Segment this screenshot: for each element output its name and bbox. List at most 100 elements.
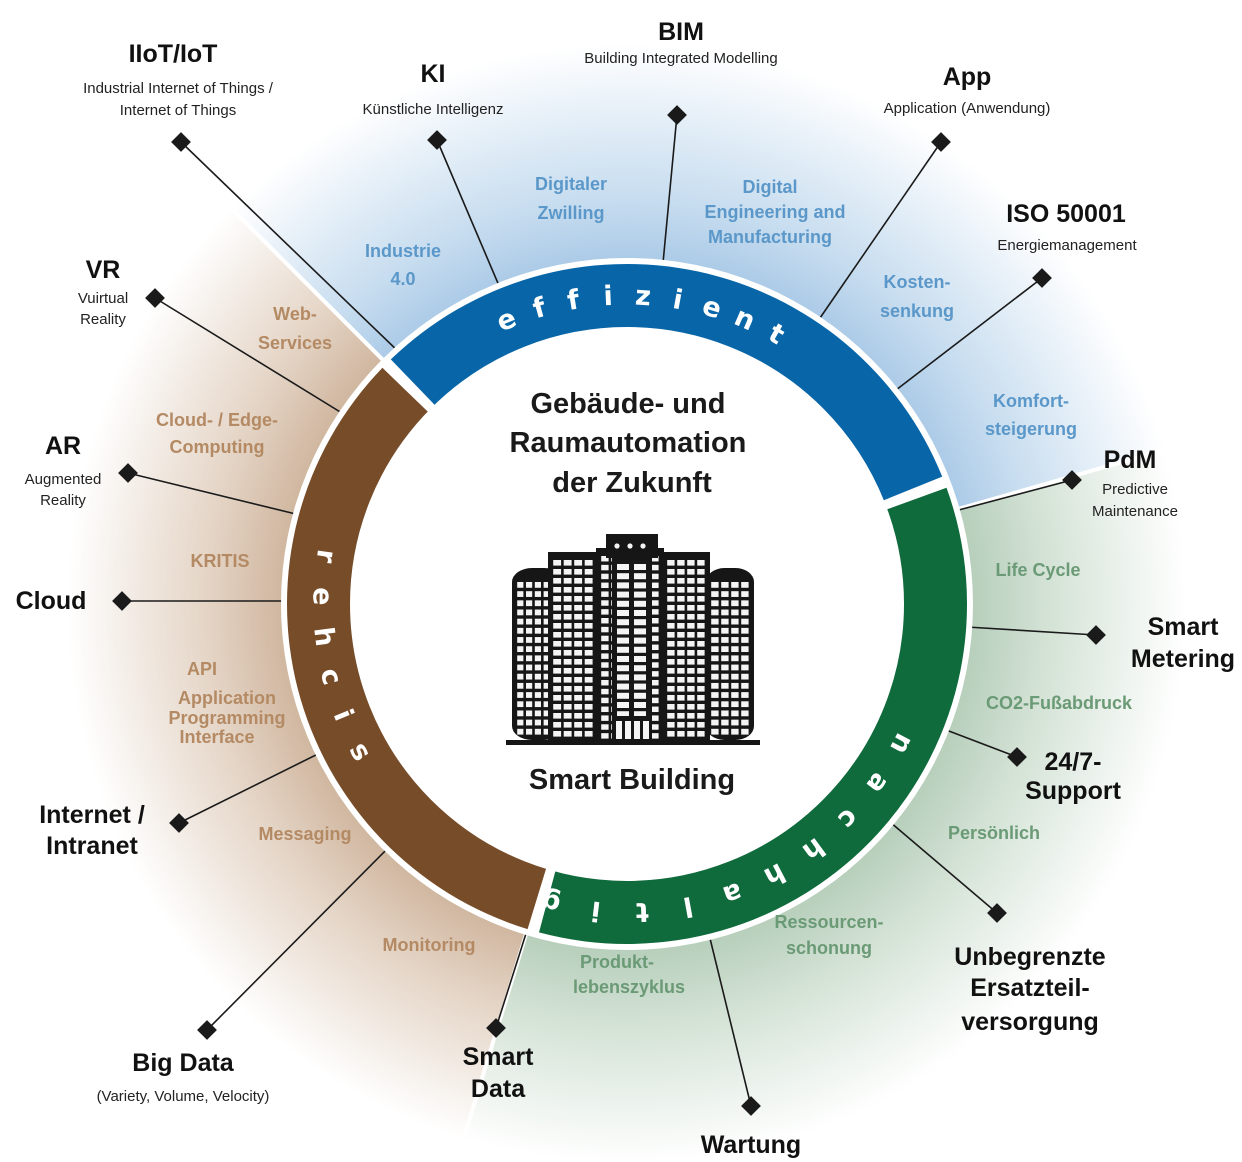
skyscraper-icon <box>506 534 760 745</box>
label-app-title: App <box>943 63 992 91</box>
ring-label-sicher-letter: e <box>306 587 337 617</box>
term-lifecycle: Life Cycle <box>995 560 1080 580</box>
label-iiot-title: IIoT/IoT <box>129 40 218 68</box>
marker-big-data <box>197 1020 217 1040</box>
spoke-line-iiot <box>180 141 404 357</box>
term-engineering: Engineering and <box>704 202 845 222</box>
spoke-line-wartung <box>705 921 752 1107</box>
ring-label-effizient-letter: f <box>565 283 592 317</box>
building-left-mid-tower <box>548 552 598 742</box>
ring-label-effizient-letter: z <box>634 280 663 313</box>
marker-pdm <box>1062 470 1082 490</box>
term-kosten: senkung <box>880 301 954 321</box>
term-zwilling: Zwilling <box>538 203 605 223</box>
term-ressourcen: Ressourcen- <box>774 912 883 932</box>
label-wartung-title: Wartung <box>701 1131 801 1159</box>
spoke-line-ki <box>436 139 501 289</box>
building-right-mid-tower <box>662 552 710 742</box>
term-engineering: Digital <box>742 177 797 197</box>
label-internet-title: Internet / <box>39 801 145 829</box>
term-engineering: Manufacturing <box>708 227 832 247</box>
label-ar-subtitle: Augmented <box>25 471 102 488</box>
term-webservices: Services <box>258 333 332 353</box>
label-ersatzteil-title: Unbegrenzte <box>954 943 1106 971</box>
ring-label-nachhaltig-letter: i <box>579 893 603 926</box>
label-smart-data-title: Smart <box>463 1043 535 1071</box>
marker-iso <box>1032 268 1052 288</box>
center-title: Gebäude- und Raumautomation der Zukunft <box>510 388 755 499</box>
term-api: Application <box>178 688 276 708</box>
ring-segment-effizient <box>390 263 943 501</box>
spoke-line-vr <box>154 297 351 419</box>
marker-vr <box>145 288 165 308</box>
label-pdm-title: PdM <box>1104 446 1157 474</box>
label-support-title: Support <box>1025 777 1121 805</box>
term-co2: CO2-Fußabdruck <box>986 693 1133 713</box>
label-ar-subtitle: Reality <box>40 492 86 509</box>
term-webservices: Web- <box>273 304 317 324</box>
spoke-line-smart-data <box>495 920 531 1029</box>
spoke-line-bim <box>662 114 678 264</box>
label-bim-title: BIM <box>658 18 704 46</box>
spoke-line-smart-metering <box>966 626 1097 636</box>
term-kosten: Kosten- <box>884 272 951 292</box>
term-api: Programming <box>168 708 285 728</box>
label-smart-metering-title: Smart <box>1148 613 1220 641</box>
term-industrie: 4.0 <box>390 269 415 289</box>
spoke-line-internet <box>178 743 339 824</box>
label-iiot-subtitle: Industrial Internet of Things / <box>83 80 274 97</box>
spoke-lines <box>112 105 1106 1116</box>
label-smart-metering-title: Metering <box>1131 645 1235 673</box>
building-right-tower <box>706 568 754 740</box>
ring-segment-sicher <box>287 367 547 930</box>
term-api: Interface <box>179 727 254 747</box>
spoke-line-app <box>819 141 942 319</box>
label-ki-subtitle: Künstliche Intelligenz <box>363 101 504 118</box>
outer-labels: IIoT/IoT Industrial Internet of Things / I… <box>16 18 1236 1159</box>
spoke-line-iso <box>895 277 1043 391</box>
inner-terms: Industrie4.0DigitalerZwillingDigitalEngi… <box>156 174 1133 997</box>
marker-smart-metering <box>1086 625 1106 645</box>
label-big-data-subtitle: (Variety, Volume, Velocity) <box>97 1088 270 1105</box>
term-zwilling: Digitaler <box>535 174 607 194</box>
label-smart-data-title: Data <box>471 1075 526 1103</box>
term-messaging: Messaging <box>258 824 351 844</box>
spoke-line-ersatzteil <box>889 821 998 914</box>
center-title-line-2: Raumautomation <box>510 427 747 459</box>
label-ar-title: AR <box>45 432 81 460</box>
label-vr-title: VR <box>86 256 121 284</box>
label-iiot-subtitle: Internet of Things <box>120 102 236 119</box>
building-ground <box>506 740 760 745</box>
term-api: API <box>187 659 217 679</box>
label-big-data-title: Big Data <box>132 1049 235 1077</box>
building-core-tower <box>606 534 658 744</box>
label-support-title: 24/7- <box>1045 748 1102 776</box>
label-iso-title: ISO 50001 <box>1006 200 1126 228</box>
label-bim-subtitle: Building Integrated Modelling <box>584 50 777 67</box>
ring-segment-nachhaltig <box>539 487 968 944</box>
term-produkt: lebenszyklus <box>573 977 685 997</box>
term-komfort: Komfort- <box>993 391 1069 411</box>
term-ressourcen: schonung <box>786 938 872 958</box>
ring-label-effizient-letter: i <box>603 280 625 312</box>
label-ersatzteil-title: versorgung <box>961 1008 1099 1036</box>
label-pdm-subtitle: Predictive <box>1102 481 1168 498</box>
label-vr-subtitle: Vuirtual <box>78 290 128 307</box>
term-produkt: Produkt- <box>580 952 654 972</box>
label-ki-title: KI <box>421 60 446 88</box>
ring-label-sicher-letter: r <box>308 547 342 575</box>
label-vr-subtitle: Reality <box>80 311 126 328</box>
term-cloudedge: Cloud- / Edge- <box>156 410 278 430</box>
spoke-line-big-data <box>206 835 401 1031</box>
label-iso-subtitle: Energiemanagement <box>997 237 1137 254</box>
spoke-line-pdm <box>954 479 1073 512</box>
ring-label-nachhaltig-letter: t <box>624 896 649 928</box>
label-ersatzteil-title: Ersatzteil- <box>970 974 1089 1002</box>
label-pdm-subtitle: Maintenance <box>1092 503 1178 520</box>
spoke-line-support <box>940 727 1018 758</box>
label-cloud-title: Cloud <box>16 587 87 615</box>
center-title-line-1: Gebäude- und <box>530 388 725 420</box>
term-monitoring: Monitoring <box>383 935 476 955</box>
center-title-line-3: der Zukunft <box>552 467 712 499</box>
